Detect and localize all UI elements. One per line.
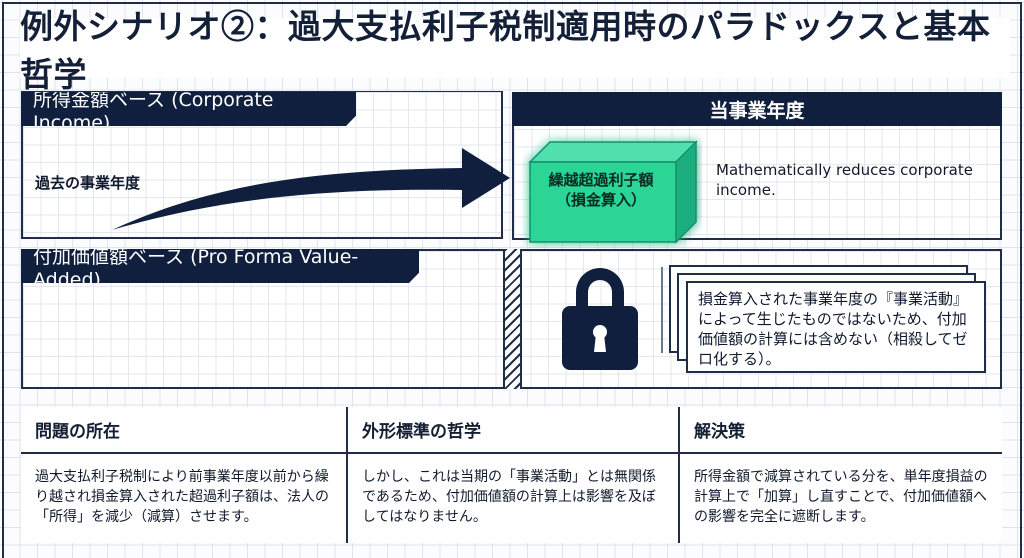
table-column-solution: 解決策 所得金額で減算されている分を、単年度損益の計算上で「加算」し直すことで、…: [678, 407, 1002, 543]
table-column-philosophy: 外形標準の哲学 しかし、これは当期の「事業活動」とは無関係であるため、付加価値額…: [346, 407, 678, 543]
box-line1: 繰越超過利子額: [548, 171, 654, 189]
column-body: 過大支払利子税制により前事業年度以前から繰り越され損金算入された超過利子額は、法…: [35, 469, 329, 525]
current-year-header: 当事業年度: [512, 92, 1002, 126]
padlock-icon: [562, 268, 638, 370]
table-column-problem: 問題の所在 過大支払利子税制により前事業年度以前から繰り越され損金算入された超過…: [21, 407, 346, 543]
column-body: しかし、これは当期の「事業活動」とは無関係であるため、付加価値額の計算上は影響を…: [362, 469, 656, 525]
column-header: 外形標準の哲学: [348, 407, 678, 454]
value-added-note: 損金算入された事業年度の『事業活動』によって生じたものではないため、付加価値額の…: [686, 281, 986, 373]
box-line2: （損金算入）: [555, 191, 646, 209]
corporate-income-label: 所得金額ベース (Corporate Income): [21, 92, 356, 126]
lock-shackle: [576, 268, 624, 308]
page-title: 例外シナリオ②：過大支払利子税制適用時のパラドックスと基本哲学: [20, 7, 1010, 94]
current-year-description: Mathematically reduces corporate income.: [716, 161, 973, 199]
arrow-body: [112, 148, 510, 230]
column-body: 所得金額で減算されている分を、単年度損益の計算上で「加算」し直すことで、付加価値…: [694, 469, 988, 525]
separator-line: [661, 267, 663, 353]
value-added-label: 付加価値額ベース (Pro Forma Value-Added): [21, 249, 419, 283]
carryover-interest-box: 繰越超過利子額 （損金算入）: [530, 170, 672, 210]
keyhole-bottom: [594, 334, 606, 352]
box-front-face: [529, 161, 677, 243]
column-header: 問題の所在: [21, 407, 346, 454]
column-header: 解決策: [680, 407, 1002, 454]
hatched-divider: [503, 249, 522, 389]
box-top-face: [528, 141, 698, 163]
curved-arrow-icon: [112, 148, 510, 230]
summary-table: 問題の所在 過大支払利子税制により前事業年度以前から繰り越され損金算入された超過…: [21, 407, 1002, 543]
past-year-label: 過去の事業年度: [35, 174, 141, 192]
3d-box-icon: [528, 140, 698, 244]
